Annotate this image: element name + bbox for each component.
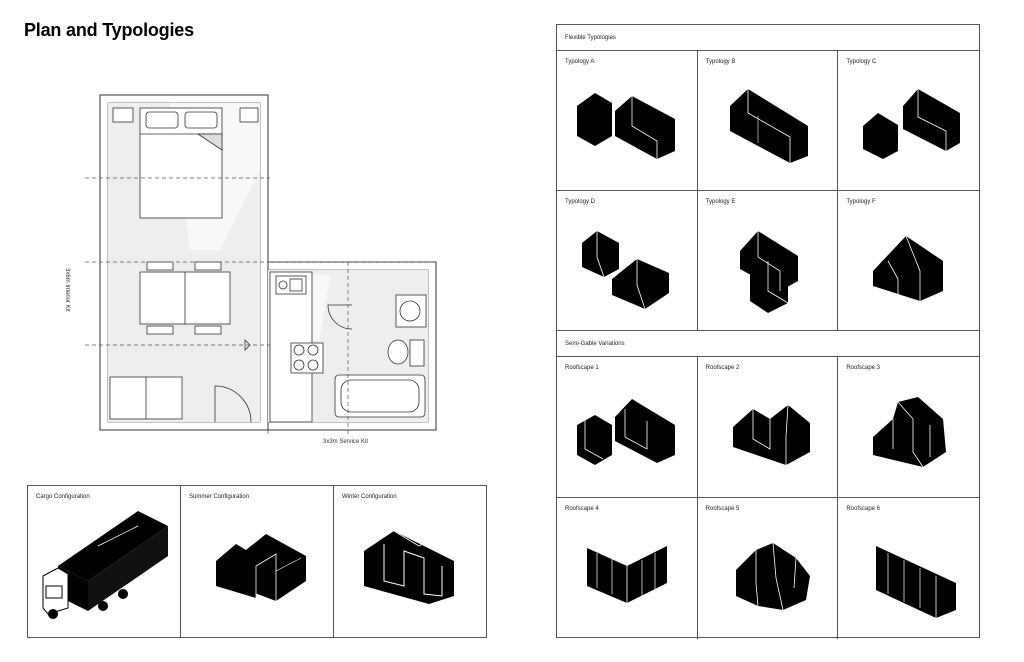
section-title: Flexible Typologies [565, 35, 616, 41]
roofscape-label: Roofscape 4 [565, 506, 599, 512]
section-title: Semi-Gable Variations [565, 341, 625, 347]
roofscape-label: Roofscape 3 [846, 365, 881, 371]
roofscape-2-cell: Roofscape 2 [697, 357, 839, 498]
typology-label: Typology B [705, 59, 736, 65]
roofscape-4-cell: Roofscape 4 [557, 498, 698, 639]
floor-plan-diagram [85, 94, 437, 435]
typology-e-cell: Typology E [697, 191, 839, 331]
roofscape-2-icon [732, 404, 810, 465]
roofscape-6-icon [876, 546, 957, 618]
page-title: Plan and Typologies [24, 20, 194, 40]
roofscape-label: Roofscape 6 [846, 506, 881, 512]
typology-b-icon [729, 89, 808, 163]
roofscape-label: Roofscape 1 [565, 365, 599, 371]
roofscape-5-icon [735, 542, 810, 611]
typology-d-icon [582, 231, 669, 310]
semi-gable-variations-header: Semi-Gable Variations [557, 331, 979, 357]
typology-label: Typology D [565, 199, 596, 205]
sofa [109, 376, 183, 420]
typology-label: Typology A [565, 59, 595, 65]
typology-f-cell: Typology F [838, 191, 979, 331]
roofscape-3-icon [873, 397, 947, 468]
typologies-panel: Flexible Typologies Typology A Typology … [556, 24, 980, 639]
typology-e-icon [739, 231, 798, 313]
bathroom-fixtures [334, 294, 427, 418]
service-kit-label: 3x3m Service Kit [323, 439, 369, 445]
roofscapes-grid: Roofscape 1 Roofscape 2 Roofscape 3 [557, 357, 979, 639]
typology-a-cell: Typology A [557, 51, 698, 191]
roofscape-1-cell: Roofscape 1 [557, 357, 698, 498]
kitchen-counter [269, 271, 324, 423]
roofscape-6-cell: Roofscape 6 [838, 498, 979, 639]
nested-gable-frames-icon [364, 530, 454, 604]
roofscape-5-cell: Roofscape 5 [698, 498, 839, 639]
config-cell-winter: Winter Configuration [334, 486, 486, 637]
configuration-panel: Cargo Configuration Summer Configuration… [27, 485, 487, 638]
typology-c-cell: Typology C [838, 51, 979, 191]
interior-kit-label: 3x6m Interior Kit [64, 268, 70, 312]
two-gable-houses-icon [216, 534, 306, 601]
roofscape-label: Roofscape 5 [705, 506, 740, 512]
typology-f-icon [873, 235, 944, 301]
typology-a-icon [577, 93, 675, 159]
roofscape-4-icon [587, 546, 667, 603]
dining-table [139, 261, 231, 335]
typology-c-icon [863, 89, 961, 159]
typology-label: Typology F [846, 199, 876, 205]
bed [112, 107, 259, 219]
config-cell-summer: Summer Configuration [181, 486, 334, 637]
typology-b-cell: Typology B [697, 51, 839, 191]
flexible-typologies-grid: Typology A Typology B Typology C [557, 51, 979, 331]
typology-label: Typology C [846, 59, 877, 65]
truck-icon [42, 511, 168, 619]
config-label: Winter Configuration [342, 494, 397, 500]
config-label: Summer Configuration [189, 494, 250, 500]
config-cell-cargo: Cargo Configuration [28, 486, 181, 637]
roofscape-3-cell: Roofscape 3 [838, 357, 979, 498]
roofscape-label: Roofscape 2 [705, 365, 740, 371]
roofscape-1-icon [577, 399, 675, 465]
config-label: Cargo Configuration [36, 494, 90, 500]
flexible-typologies-header: Flexible Typologies [557, 25, 979, 51]
typology-d-cell: Typology D [557, 191, 698, 331]
door-swing [214, 304, 353, 423]
typology-label: Typology E [705, 199, 736, 205]
